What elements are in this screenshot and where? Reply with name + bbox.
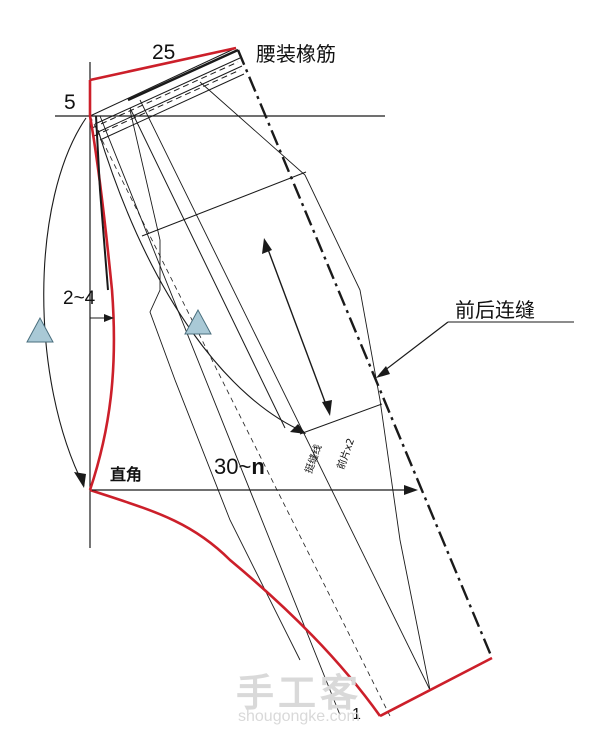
left-measure-label: 5 <box>64 91 76 114</box>
right-angle-label: 直角 <box>110 465 143 484</box>
watermark-title: 手工客 <box>236 671 363 715</box>
triangle-marker-icon <box>26 316 54 343</box>
seam-dashdot-line <box>236 49 494 659</box>
offset-measure-label: 2~4 <box>63 288 96 309</box>
length-arrow-head <box>404 485 418 495</box>
grain-arrow <box>265 243 329 411</box>
seam-pointer-head <box>376 366 390 378</box>
waist-note-label: 腰装橡筋 <box>256 42 336 66</box>
seam-pointer-line <box>379 321 449 375</box>
inner-pattern-lines <box>89 47 431 717</box>
offset-arrow-head <box>104 314 114 322</box>
arrow-head-left <box>74 472 86 488</box>
waist-black-edge <box>95 115 109 291</box>
grain-arrow-head-bottom <box>322 400 332 416</box>
seam-note-label: 前后连缝 <box>455 298 535 322</box>
triangle-marker-icon <box>184 308 212 335</box>
length-measure-prefix: 30~ <box>214 454 252 479</box>
length-measure-suffix: n <box>251 454 265 479</box>
waist-band-dashes <box>91 61 241 137</box>
grain-arrow-head-top <box>262 238 272 254</box>
length-measure-label: 30~n <box>214 454 265 480</box>
red-outline <box>88 46 493 718</box>
arrow-head-curve <box>290 424 306 434</box>
top-measure-label: 25 <box>152 41 176 64</box>
watermark-site: shougongke.com <box>238 708 360 725</box>
waist-top-edge <box>127 48 239 102</box>
bottom-measure-label: 1 <box>352 706 361 723</box>
